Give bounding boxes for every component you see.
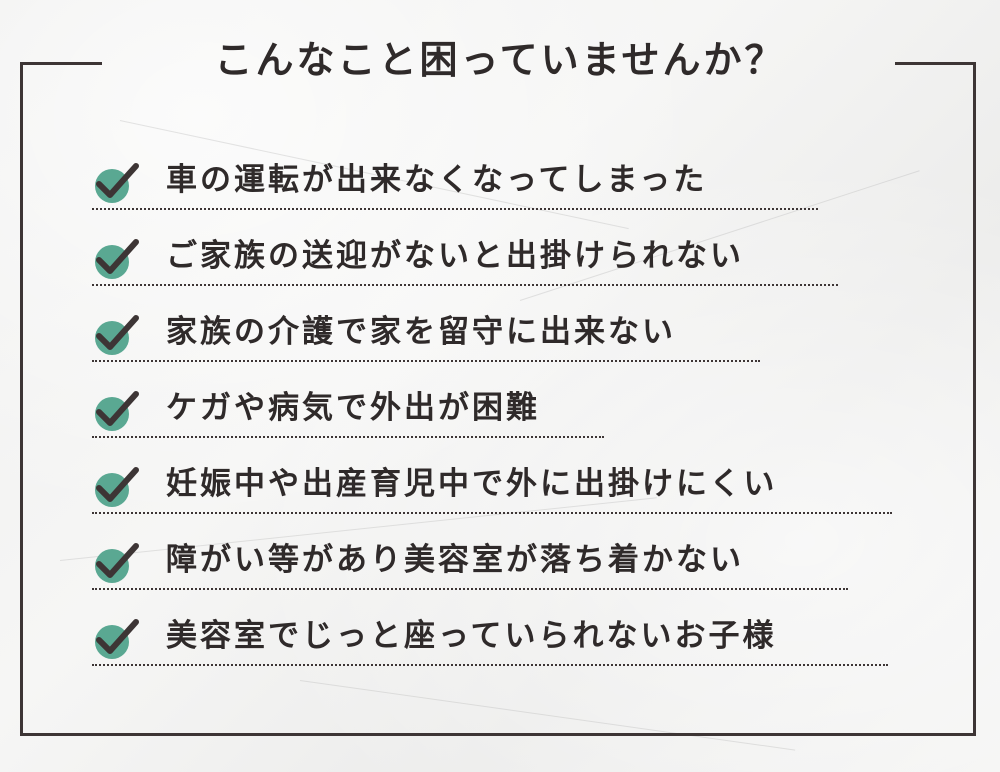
check-icon	[95, 467, 139, 507]
dotted-underline	[92, 512, 892, 514]
page-title: こんなこと困っていませんか？	[214, 38, 786, 82]
dotted-underline	[92, 588, 848, 590]
list-item-text: 家族の介護で家を留守に出来ない	[166, 314, 676, 350]
list-item-text: 美容室でじっと座っていられないお子様	[166, 618, 777, 654]
check-icon	[95, 543, 139, 583]
dotted-underline	[92, 208, 818, 210]
list-item-text: 障がい等があり美容室が落ち着かない	[166, 542, 744, 578]
check-icon	[95, 315, 139, 355]
dotted-underline	[92, 360, 760, 362]
list-item-text: 妊娠中や出産育児中で外に出掛けにくい	[166, 466, 778, 502]
list-item-text: 車の運転が出来なくなってしまった	[166, 162, 708, 198]
check-icon	[95, 163, 139, 203]
list-item-text: ケガや病気で外出が困難	[166, 390, 540, 426]
frame-top-left-line	[20, 62, 102, 65]
dotted-underline	[92, 436, 604, 438]
dotted-underline	[92, 284, 838, 286]
check-icon	[95, 619, 139, 659]
dotted-underline	[92, 664, 888, 666]
check-icon	[95, 239, 139, 279]
check-icon	[95, 391, 139, 431]
frame-top-right-line	[895, 62, 976, 65]
list-item-text: ご家族の送迎がないと出掛けられない	[166, 238, 744, 274]
content-frame	[20, 62, 976, 736]
